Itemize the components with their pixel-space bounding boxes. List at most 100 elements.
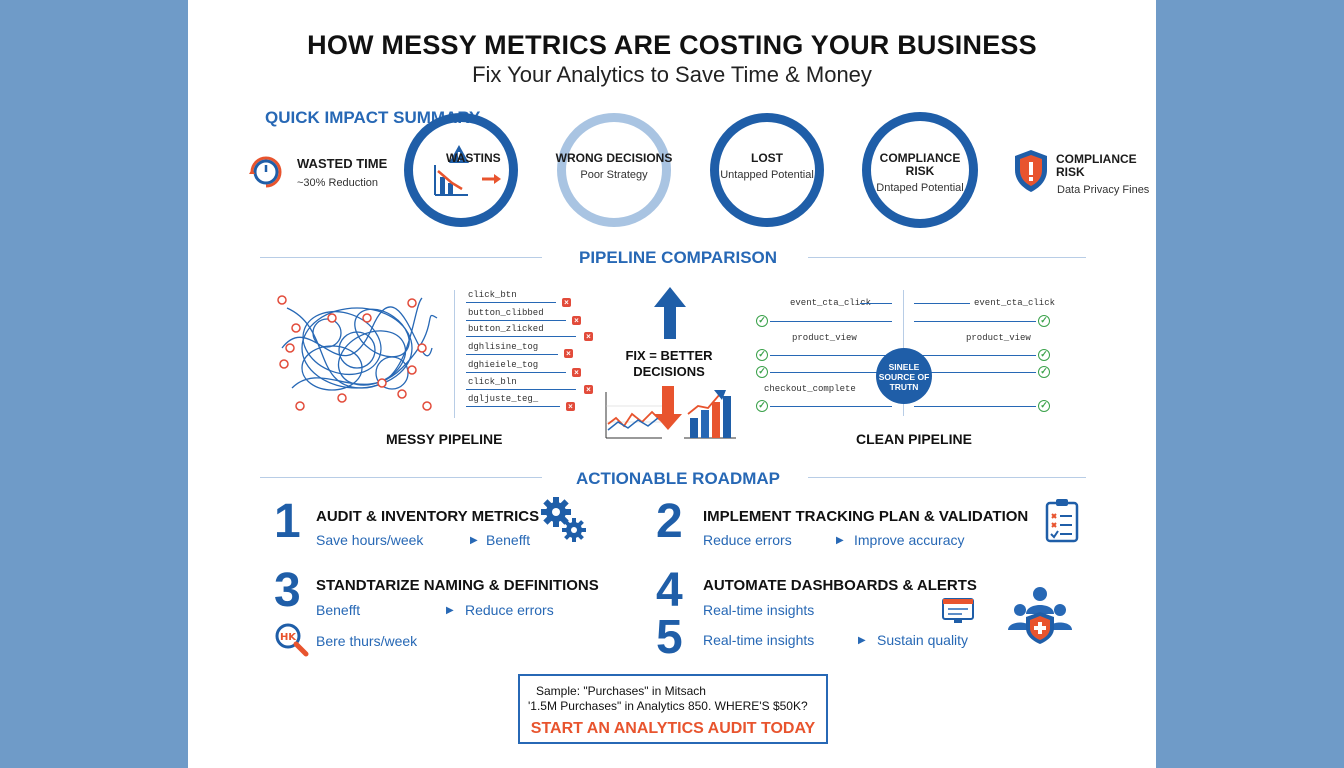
impact-circle-2-sub: Poor Strategy [580,169,648,181]
divider [808,477,1086,478]
tag-line [466,354,558,355]
divider [260,257,542,258]
divider [454,290,455,418]
error-icon: × [572,316,581,325]
step-benefit: Save hours/week [316,532,424,548]
step-benefit: Real-time insights [703,602,815,618]
step-title: IMPLEMENT TRACKING PLAN & VALIDATION [703,508,1029,525]
check-icon: ✓ [756,400,768,412]
check-icon: ✓ [1038,315,1050,327]
error-icon: × [562,298,571,307]
gears-icon [538,496,590,544]
error-icon: × [564,349,573,358]
wasted-time-title: WASTED TIME [297,156,388,171]
checklist-icon [1044,498,1080,544]
impact-circle-compliance [862,112,978,228]
up-arrow-icon [654,287,686,339]
tag-line [860,303,892,304]
clock-icon [246,152,286,192]
impact-circle-3-text: LOST Untapped Potential [702,151,832,182]
page-title: HOW MESSY METRICS ARE COSTING YOUR BUSIN… [307,30,1037,60]
impact-circle-4-sub: Dntaped Potential [876,182,964,194]
audit-cta-box: Sample: "Purchases" in Mitsach '1.5M Pur… [518,674,828,744]
tag-line [914,321,1036,322]
divider [260,477,542,478]
infographic-page: HOW MESSY METRICS ARE COSTING YOUR BUSIN… [188,0,1156,768]
play-icon: ▶ [836,535,844,546]
warning-chart-icon: ! [432,143,502,199]
check-icon: ✓ [756,315,768,327]
step-benefit: Real-time insights [703,632,815,648]
play-icon: ▶ [470,535,478,546]
tag-line [466,389,576,390]
messy-tag: dgljuste_teg_ [468,394,539,404]
step-number: 4 [656,564,683,617]
impact-heading: QUICK IMPACT SUMMARY [265,108,481,127]
tag-line [466,320,566,321]
tag-line [914,355,1036,356]
tag-line [770,406,892,407]
impact-circle-4-title: COMPLIANCE RISK [879,151,961,178]
shield-icon [1012,148,1050,194]
play-icon: ▶ [446,605,454,616]
step-title: STANDTARIZE NAMING & DEFINITIONS [316,577,599,594]
compliance-title: COMPLIANCE RISK [1056,152,1137,179]
svg-text:!: ! [456,150,461,164]
messy-tag: button_clibbed [468,308,544,318]
messy-tag: dghieiele_tog [468,360,539,370]
step-benefit: Sustain quality [877,632,969,648]
start-audit-button[interactable]: START AN ANALYTICS AUDIT TODAY [530,720,816,737]
roadmap-heading: ACTIONABLE ROADMAP [576,469,780,488]
clean-tag: product_view [792,333,857,343]
before-after-chart-icon [602,384,740,442]
svg-text:HK: HK [280,632,297,643]
tag-line [914,303,970,304]
wasted-time-sub: ~30% Reduction [297,177,379,189]
impact-circle-wastins [404,113,518,227]
pipeline-heading: PIPELINE COMPARISON [579,248,778,267]
clean-tag: event_cta_click [974,298,1056,308]
tag-line [770,372,892,373]
team-shield-icon [1006,584,1074,646]
step-title: AUTOMATE DASHBOARDS & ALERTS [703,577,977,594]
error-icon: × [566,402,575,411]
check-icon: ✓ [1038,400,1050,412]
step-benefit: Reduce errors [465,602,554,618]
single-source-hub: SINELE SOURCE OF TRUTN [876,348,932,404]
clean-tag: checkout_complete [764,384,856,394]
dashboard-icon [942,598,974,624]
impact-circle-3-sub: Untapped Potential [720,169,814,181]
clean-tag: event_cta_click [790,298,872,308]
step-number: 2 [656,495,683,548]
impact-circle-wrong-decisions [557,113,671,227]
messy-tag: click_btn [468,290,517,300]
error-icon: × [572,368,581,377]
tag-line [914,372,1036,373]
clean-tag: product_view [966,333,1031,343]
impact-circle-2-title: WRONG DECISIONS [555,151,673,165]
impact-circle-1-title: WASTINS [446,151,501,165]
impact-circle-lost [710,113,824,227]
step-title: AUDIT & INVENTORY METRICS [316,508,540,525]
messy-tangle-graphic [272,288,442,418]
error-icon: × [584,385,593,394]
error-icon: × [584,332,593,341]
messy-tag: dghlisine_tog [468,342,539,352]
cta-sample-line: '1.5M Purchases" in Analytics 850. WHERE… [528,699,808,713]
step-number: 5 [656,611,683,664]
check-icon: ✓ [1038,366,1050,378]
impact-circle-4-text: COMPLIANCE RISK Dntaped Potential [870,151,970,195]
check-icon: ✓ [756,366,768,378]
impact-circle-3-title: LOST [751,151,783,165]
tag-line [770,355,892,356]
play-icon: ▶ [858,635,866,646]
step-benefit: Benefft [316,602,361,618]
page-subtitle: Fix Your Analytics to Save Time & Money [472,62,872,87]
tag-line [466,302,556,303]
magnifier-icon: HK [274,622,310,658]
divider [808,257,1086,258]
check-icon: ✓ [756,349,768,361]
tag-line [466,336,576,337]
tag-line [914,406,1036,407]
tag-line [466,372,566,373]
